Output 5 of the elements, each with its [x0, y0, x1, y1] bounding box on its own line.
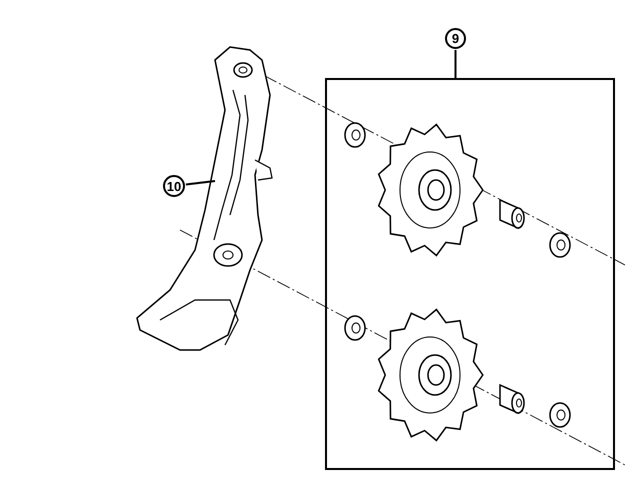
callout-number: 9: [445, 28, 466, 49]
leader-line: [186, 180, 216, 186]
callout-number: 10: [163, 175, 185, 197]
leader-line: [454, 50, 456, 78]
parts-frame: [325, 78, 615, 470]
